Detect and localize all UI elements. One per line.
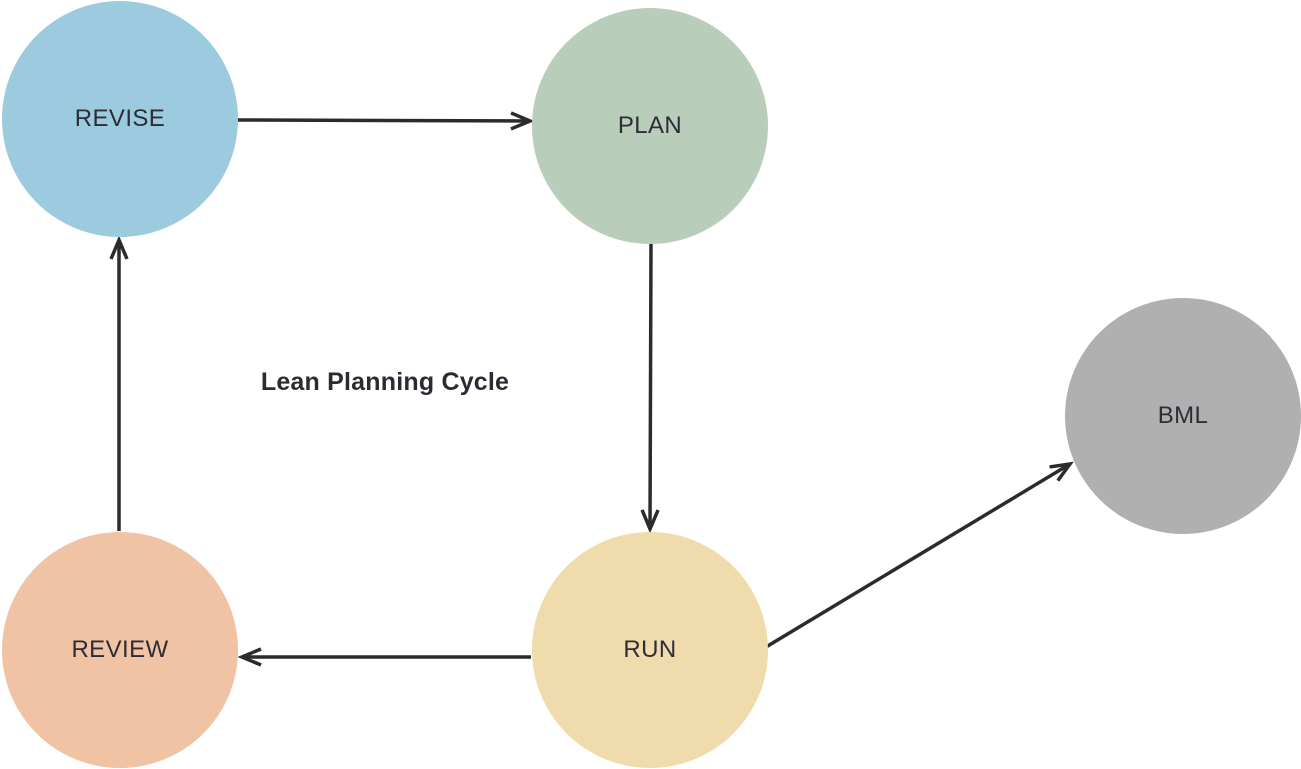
arrow-plan-to-run <box>650 243 651 529</box>
arrow-revise-to-plan <box>237 120 530 121</box>
node-label-plan: PLAN <box>617 112 683 139</box>
node-label-revise: REVISE <box>74 105 166 132</box>
node-label-bml: BML <box>1157 402 1209 429</box>
node-revise: REVISE <box>2 1 238 237</box>
node-run: RUN <box>532 532 768 768</box>
node-bml: BML <box>1065 298 1301 534</box>
arrow-run-to-bml <box>765 464 1070 649</box>
node-label-run: RUN <box>623 636 677 663</box>
node-plan: PLAN <box>532 8 768 244</box>
diagram-title: Lean Planning Cycle <box>260 368 510 396</box>
node-review: REVIEW <box>2 532 238 768</box>
node-label-review: REVIEW <box>71 636 169 663</box>
